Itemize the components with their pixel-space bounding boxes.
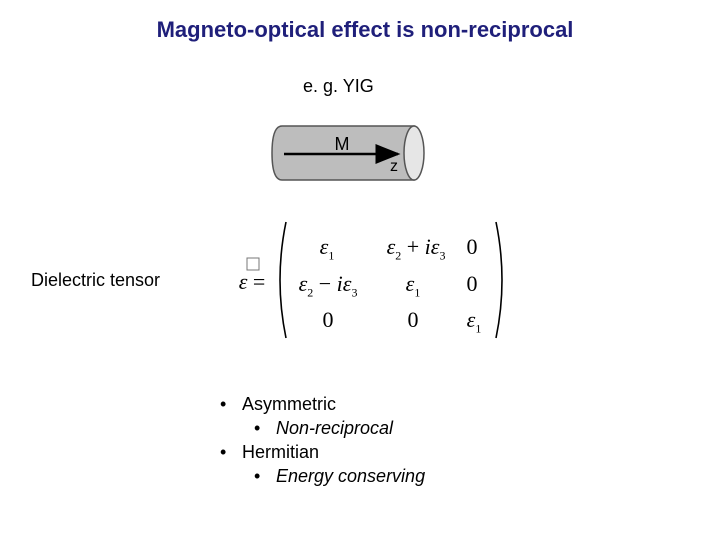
slide-subtitle: e. g. YIG (303, 76, 374, 96)
slide-title: Magneto-optical effect is non-reciprocal (156, 17, 574, 42)
tensor-cell-r1c1: ε1 (319, 234, 335, 263)
property-bullet-list: • Asymmetric • Non-reciprocal • Hermitian •… (220, 392, 425, 488)
tensor-cell-r2c1: ε2 − iε3 (298, 271, 358, 300)
bullet-text: Asymmetric (242, 394, 336, 414)
left-bracket (279, 221, 287, 339)
tensor-cell-r2c3: 0 (466, 271, 478, 296)
sub-bullet-energy-conserving: • Energy conserving (220, 464, 425, 488)
tensor-cell-r3c1: 0 (322, 307, 334, 332)
right-bracket (495, 221, 503, 339)
tensor-cell-r3c3: ε1 (466, 307, 482, 336)
bullet-dot-icon: • (220, 442, 227, 462)
bullet-asymmetric: • Asymmetric (220, 392, 425, 416)
tensor-cell-r2c2: ε1 (405, 271, 421, 300)
bullet-dot-icon: • (254, 418, 261, 438)
bullet-text: Energy conserving (276, 466, 426, 486)
bullet-text: Non-reciprocal (276, 418, 394, 438)
yig-cylinder-figure: M z (271, 125, 425, 181)
bullet-hermitian: • Hermitian (220, 440, 425, 464)
m-label: M (335, 134, 350, 154)
tensor-cell-r1c3: 0 (466, 234, 478, 259)
bullet-dot-icon: • (254, 466, 261, 486)
bullet-dot-icon: • (220, 394, 227, 414)
cylinder-end-cap (403, 125, 425, 181)
z-label: z (390, 158, 398, 175)
dielectric-tensor-equation: ε = ε1 ε2 + iε3 0 ε2 − iε3 ε1 0 0 0 ε1 (230, 210, 520, 350)
bullet-text: Hermitian (242, 442, 320, 462)
sub-bullet-non-reciprocal: • Non-reciprocal (220, 416, 425, 440)
tensor-lhs: ε = (238, 269, 266, 294)
tensor-placeholder-box (246, 257, 260, 271)
dielectric-tensor-label: Dielectric tensor (31, 270, 161, 290)
tensor-cell-r1c2: ε2 + iε3 (386, 234, 446, 263)
tensor-cell-r3c2: 0 (407, 307, 419, 332)
tensor-graphics (246, 221, 503, 339)
